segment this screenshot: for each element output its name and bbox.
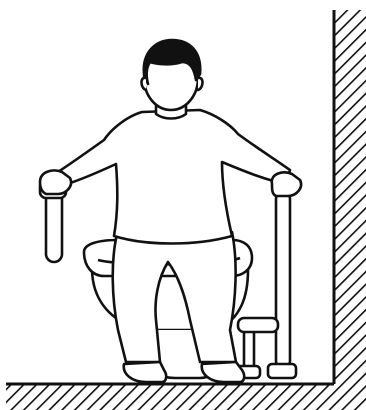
- left-hand: [40, 170, 71, 194]
- torso: [54, 110, 290, 244]
- wall: [334, 10, 366, 410]
- right-hand: [272, 172, 301, 196]
- right-shoe: [202, 362, 244, 382]
- floor: [6, 384, 366, 410]
- left-shoe: [124, 362, 166, 382]
- right-ear: [198, 78, 203, 90]
- left-ear: [142, 78, 147, 90]
